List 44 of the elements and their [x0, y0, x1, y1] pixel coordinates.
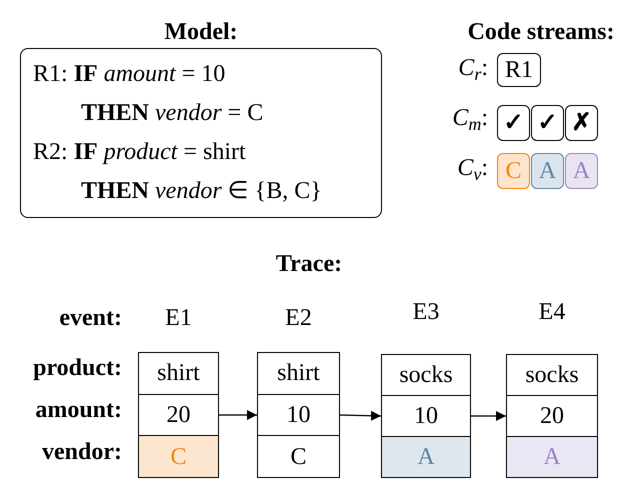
event-name: E4	[538, 300, 566, 324]
code-token: ✓	[497, 105, 530, 141]
event-record	[381, 354, 471, 478]
record-cell: 20	[507, 396, 597, 437]
event-record	[257, 352, 340, 478]
rule-line: THEN vendor = C	[80, 99, 264, 128]
record-cell: shirt	[139, 353, 218, 395]
arrow	[471, 411, 506, 421]
section-heading: Code streams:	[468, 20, 614, 44]
event-record	[506, 354, 598, 478]
stream-label: C$_{m}$:	[452, 106, 488, 130]
record-cell: socks	[507, 355, 597, 396]
rule-line: THEN vendor ∈ {B, C}	[80, 176, 323, 206]
rule-line: R2: IF product = shirt	[33, 138, 247, 167]
code-token: ✓	[531, 105, 564, 141]
record-cell: shirt	[258, 353, 339, 395]
code-token: ✗	[565, 105, 598, 141]
stream-label: C$_{v}$:	[457, 156, 488, 180]
record-cell: socks	[382, 355, 470, 396]
record-cell: A	[507, 437, 597, 477]
attribute-label: amount:	[35, 398, 122, 422]
event-name: E2	[284, 306, 313, 330]
code-token: R1	[497, 53, 541, 87]
rule-line: R1: IF amount = 10	[33, 60, 226, 90]
attribute-label: product:	[33, 356, 122, 380]
attribute-label: vendor:	[42, 440, 122, 464]
arrow	[219, 410, 257, 420]
record-cell: 10	[258, 394, 339, 436]
section-heading: Trace:	[276, 252, 342, 276]
stream-label: C$_{r}$:	[458, 56, 488, 80]
attribute-label: event:	[59, 306, 122, 330]
record-cell: 10	[382, 396, 470, 437]
event-name: E1	[164, 306, 193, 330]
record-cell: A	[382, 437, 470, 477]
record-cell-text: C	[289, 442, 308, 472]
event-record	[138, 352, 219, 478]
section-heading: Model:	[164, 20, 238, 44]
event-name: E3	[412, 300, 440, 324]
record-cell: C	[139, 436, 218, 478]
vendor-token: C	[497, 153, 530, 189]
record-cell: 20	[139, 394, 218, 436]
vendor-token: A	[565, 153, 598, 189]
vendor-token: A	[531, 153, 564, 189]
arrow	[340, 410, 382, 421]
